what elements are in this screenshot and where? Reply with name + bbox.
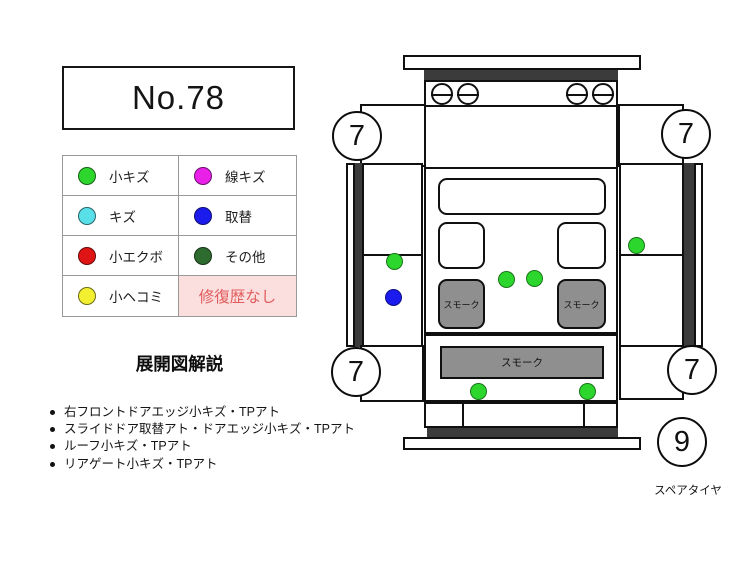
legend-label-small-scratch: 小キズ bbox=[109, 169, 150, 185]
damage-mark-roof-center-right bbox=[525, 269, 543, 287]
damage-mark-left-door-lower bbox=[384, 288, 402, 306]
front-cowl-strip bbox=[424, 70, 618, 80]
legend-item-small-scratch: 小キズ bbox=[63, 156, 179, 196]
bullet-icon bbox=[50, 461, 55, 467]
bullet-icon bbox=[50, 410, 55, 415]
legend-label-other: その他 bbox=[225, 249, 266, 265]
rear-lower-panel bbox=[424, 402, 618, 428]
headlight-icon bbox=[566, 83, 588, 105]
sheet-number-box: No.78 bbox=[62, 66, 295, 130]
damage-mark-roof-center-left bbox=[497, 270, 515, 288]
right-rocker-outer bbox=[694, 163, 703, 347]
spare-tire-label: スペアタイヤ bbox=[654, 485, 722, 497]
left-smoked-window: スモーク bbox=[438, 279, 485, 329]
panel-divider bbox=[462, 402, 464, 428]
explanation-text-2: スライドドア取替アト・ドアエッジ小キズ・TPアト bbox=[64, 422, 355, 437]
left-rocker-outer bbox=[346, 163, 355, 347]
front-bumper bbox=[403, 55, 641, 70]
rear-smoked-window: スモーク bbox=[440, 346, 604, 379]
legend-label-replaced: 取替 bbox=[225, 209, 252, 225]
legend-label-small-dimple: 小エクボ bbox=[109, 249, 163, 265]
explanation-heading: 展開図解説 bbox=[135, 354, 224, 374]
rear-bumper bbox=[403, 437, 641, 450]
left-quarter-window bbox=[438, 222, 485, 269]
legend-label-line-scratch: 線キズ bbox=[225, 169, 266, 185]
rear-lower-strip bbox=[427, 428, 618, 437]
right-door-panel bbox=[619, 163, 684, 347]
rating-front-left: 7 bbox=[332, 111, 382, 161]
damage-legend: 小キズ 線キズ キズ 取替 小エクボ その他 小ヘコミ 修復歴なし bbox=[62, 155, 297, 317]
legend-item-line-scratch: 線キズ bbox=[179, 156, 296, 196]
door-divider bbox=[619, 254, 684, 256]
hood-panel bbox=[424, 105, 618, 169]
left-rocker-strip bbox=[355, 163, 365, 347]
legend-item-other: その他 bbox=[179, 236, 296, 276]
small-scratch-color-dot bbox=[78, 166, 96, 185]
damage-mark-left-door-upper bbox=[385, 252, 403, 270]
windshield bbox=[438, 178, 606, 215]
rating-rear-right: 7 bbox=[667, 345, 717, 395]
right-quarter-window bbox=[557, 222, 606, 269]
line-scratch-color-dot bbox=[194, 166, 212, 185]
scratch-color-dot bbox=[78, 206, 96, 225]
explanation-text-1: 右フロントドアエッジ小キズ・TPアト bbox=[64, 405, 280, 419]
explanation-item-1: 右フロントドアエッジ小キズ・TPアト bbox=[50, 404, 390, 421]
roof-panel: スモーク スモーク bbox=[424, 167, 618, 334]
legend-no-repair-history: 修復歴なし bbox=[179, 276, 296, 316]
sheet-number: No.78 bbox=[131, 79, 226, 116]
headlight-icon bbox=[431, 83, 453, 105]
smoke-label: スモーク bbox=[443, 299, 480, 310]
right-rocker-strip bbox=[684, 163, 694, 347]
explanation-item-2: スライドドア取替アト・ドアエッジ小キズ・TPアト bbox=[50, 421, 390, 438]
replaced-color-dot bbox=[194, 206, 212, 225]
explanation-text-3: ルーフ小キズ・TPアト bbox=[64, 439, 192, 454]
smoke-label: スモーク bbox=[501, 357, 543, 369]
legend-label-scratch: キズ bbox=[109, 209, 136, 225]
rating-bottom-right: 9 bbox=[657, 417, 707, 467]
legend-label-small-dent: 小ヘコミ bbox=[109, 290, 163, 305]
right-smoked-window: スモーク bbox=[557, 279, 606, 329]
bullet-icon bbox=[50, 427, 55, 433]
headlight-panel bbox=[424, 80, 618, 107]
headlight-icon bbox=[457, 83, 479, 105]
legend-item-scratch: キズ bbox=[63, 196, 179, 236]
legend-item-replaced: 取替 bbox=[179, 196, 296, 236]
explanation-list: 右フロントドアエッジ小キズ・TPアト スライドドア取替アト・ドアエッジ小キズ・T… bbox=[50, 404, 390, 473]
explanation-item-4: リアゲート小キズ・TPアト bbox=[50, 456, 390, 473]
explanation-item-3: ルーフ小キズ・TPアト bbox=[50, 438, 390, 455]
other-color-dot bbox=[194, 246, 212, 265]
damage-mark-right-door bbox=[627, 236, 645, 254]
damage-mark-rear-gate-right bbox=[578, 382, 596, 400]
damage-mark-rear-gate-left bbox=[469, 382, 487, 400]
panel-divider bbox=[583, 402, 585, 428]
smoke-label: スモーク bbox=[563, 299, 600, 310]
rating-front-right: 7 bbox=[661, 109, 711, 159]
rating-rear-left: 7 bbox=[331, 347, 381, 397]
explanation-text-4: リアゲート小キズ・TPアト bbox=[64, 456, 218, 471]
small-dent-color-dot bbox=[78, 287, 96, 305]
small-dimple-color-dot bbox=[78, 246, 96, 265]
headlight-icon bbox=[592, 83, 614, 105]
bullet-icon bbox=[50, 444, 55, 450]
legend-item-small-dent: 小ヘコミ bbox=[63, 276, 179, 316]
legend-item-small-dimple: 小エクボ bbox=[63, 236, 179, 276]
